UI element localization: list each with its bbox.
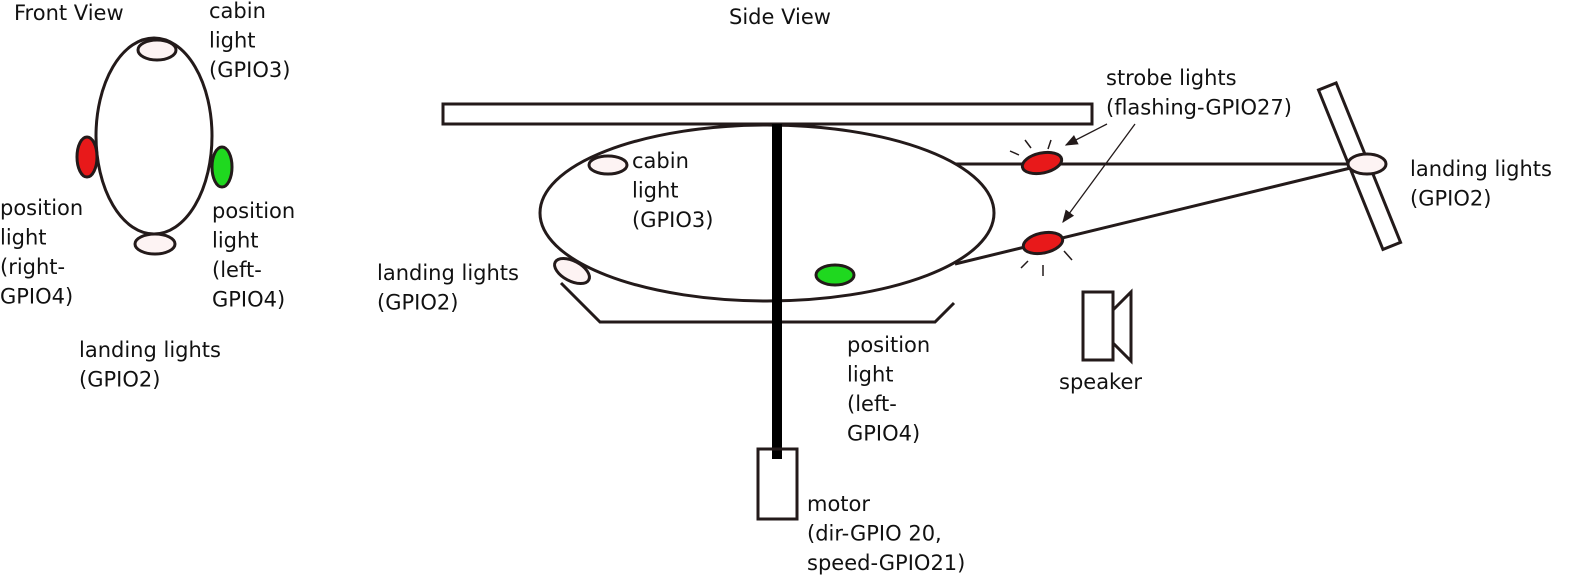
label-line: speed-GPIO21) bbox=[807, 551, 965, 575]
label-line: GPIO4) bbox=[212, 288, 285, 312]
front-fuselage-outline bbox=[94, 36, 214, 236]
label-line: position bbox=[847, 333, 930, 357]
label-line: light bbox=[212, 229, 259, 253]
speaker-cone bbox=[1111, 288, 1133, 365]
motor-box bbox=[756, 447, 799, 521]
flash-ray bbox=[1024, 139, 1032, 149]
front-position-light-left bbox=[210, 145, 234, 189]
label-line: position bbox=[0, 196, 83, 220]
label-line: landing lights bbox=[79, 338, 221, 362]
front-landing-light bbox=[133, 232, 177, 256]
speaker-icon bbox=[1081, 288, 1133, 365]
flash-ray bbox=[1009, 150, 1020, 156]
label-line: (dir-GPIO 20, bbox=[807, 522, 942, 546]
label-line: (GPIO3) bbox=[632, 208, 713, 232]
front-view: Front View cabin light (GPIO3) position lig… bbox=[0, 0, 295, 392]
label-line: (GPIO3) bbox=[209, 58, 290, 82]
label-line: landing lights bbox=[1410, 157, 1552, 181]
landing-skid bbox=[559, 281, 956, 324]
side-landing-lights-label: landing lights (GPIO2) bbox=[377, 261, 519, 315]
front-cabin-light bbox=[136, 38, 178, 62]
strobe-light-upper bbox=[1020, 150, 1064, 176]
label-line: position bbox=[212, 199, 295, 223]
label-line: strobe lights bbox=[1106, 66, 1237, 90]
label-line: cabin bbox=[209, 0, 266, 23]
label-line: (GPIO2) bbox=[1410, 187, 1491, 211]
motor-label: motor (dir-GPIO 20, speed-GPIO21) bbox=[807, 492, 965, 575]
strobe-arrow-upper bbox=[1064, 123, 1108, 146]
strobe-flash-rays bbox=[1009, 139, 1073, 276]
side-fuselage-outline bbox=[538, 123, 996, 303]
side-position-light bbox=[814, 263, 856, 287]
tail-boom-lower bbox=[954, 162, 1368, 266]
side-position-light-label: position light (left- GPIO4) bbox=[847, 333, 930, 446]
label-line: light bbox=[0, 226, 47, 250]
flash-ray bbox=[1063, 250, 1073, 261]
label-line: (left- bbox=[847, 392, 897, 416]
label-line: GPIO4) bbox=[847, 422, 920, 446]
strobe-lights-label: strobe lights (flashing-GPIO27) bbox=[1106, 66, 1292, 120]
side-view: Side View bbox=[377, 5, 1552, 575]
flash-ray bbox=[1047, 139, 1052, 150]
strobe-arrow-lower bbox=[1062, 123, 1136, 224]
label-line: landing lights bbox=[377, 261, 519, 285]
label-line: motor bbox=[807, 492, 870, 516]
label-line: GPIO4) bbox=[0, 285, 73, 309]
side-landing-light bbox=[553, 256, 591, 286]
side-cabin-light bbox=[587, 154, 629, 176]
front-view-title: Front View bbox=[14, 1, 124, 25]
label-line: light bbox=[209, 29, 256, 53]
side-view-title: Side View bbox=[729, 5, 831, 29]
label-line: light bbox=[632, 179, 679, 203]
label-line: cabin bbox=[632, 149, 689, 173]
label-line: (GPIO2) bbox=[79, 368, 160, 392]
front-cabin-light-label: cabin light (GPIO3) bbox=[209, 0, 290, 82]
tail-landing-light bbox=[1346, 152, 1388, 176]
main-rotor-blade bbox=[441, 102, 1094, 126]
label-line: (GPIO2) bbox=[377, 291, 458, 315]
strobe-light-lower bbox=[1021, 230, 1065, 256]
front-position-light-right bbox=[75, 135, 99, 179]
label-line: (flashing-GPIO27) bbox=[1106, 96, 1292, 120]
front-position-left-label: position light (left- GPIO4) bbox=[212, 199, 295, 312]
front-landing-lights-label: landing lights (GPIO2) bbox=[79, 338, 221, 392]
flash-ray bbox=[1020, 260, 1029, 269]
front-position-right-label: position light (right- GPIO4) bbox=[0, 196, 83, 309]
label-line: light bbox=[847, 363, 894, 387]
speaker-label: speaker bbox=[1059, 370, 1142, 394]
speaker-body bbox=[1081, 290, 1115, 362]
label-line: (right- bbox=[0, 255, 65, 279]
tail-landing-lights-label: landing lights (GPIO2) bbox=[1410, 157, 1552, 211]
rotor-mast bbox=[772, 124, 782, 459]
side-cabin-light-label: cabin light (GPIO3) bbox=[632, 149, 713, 232]
label-line: (left- bbox=[212, 258, 262, 282]
